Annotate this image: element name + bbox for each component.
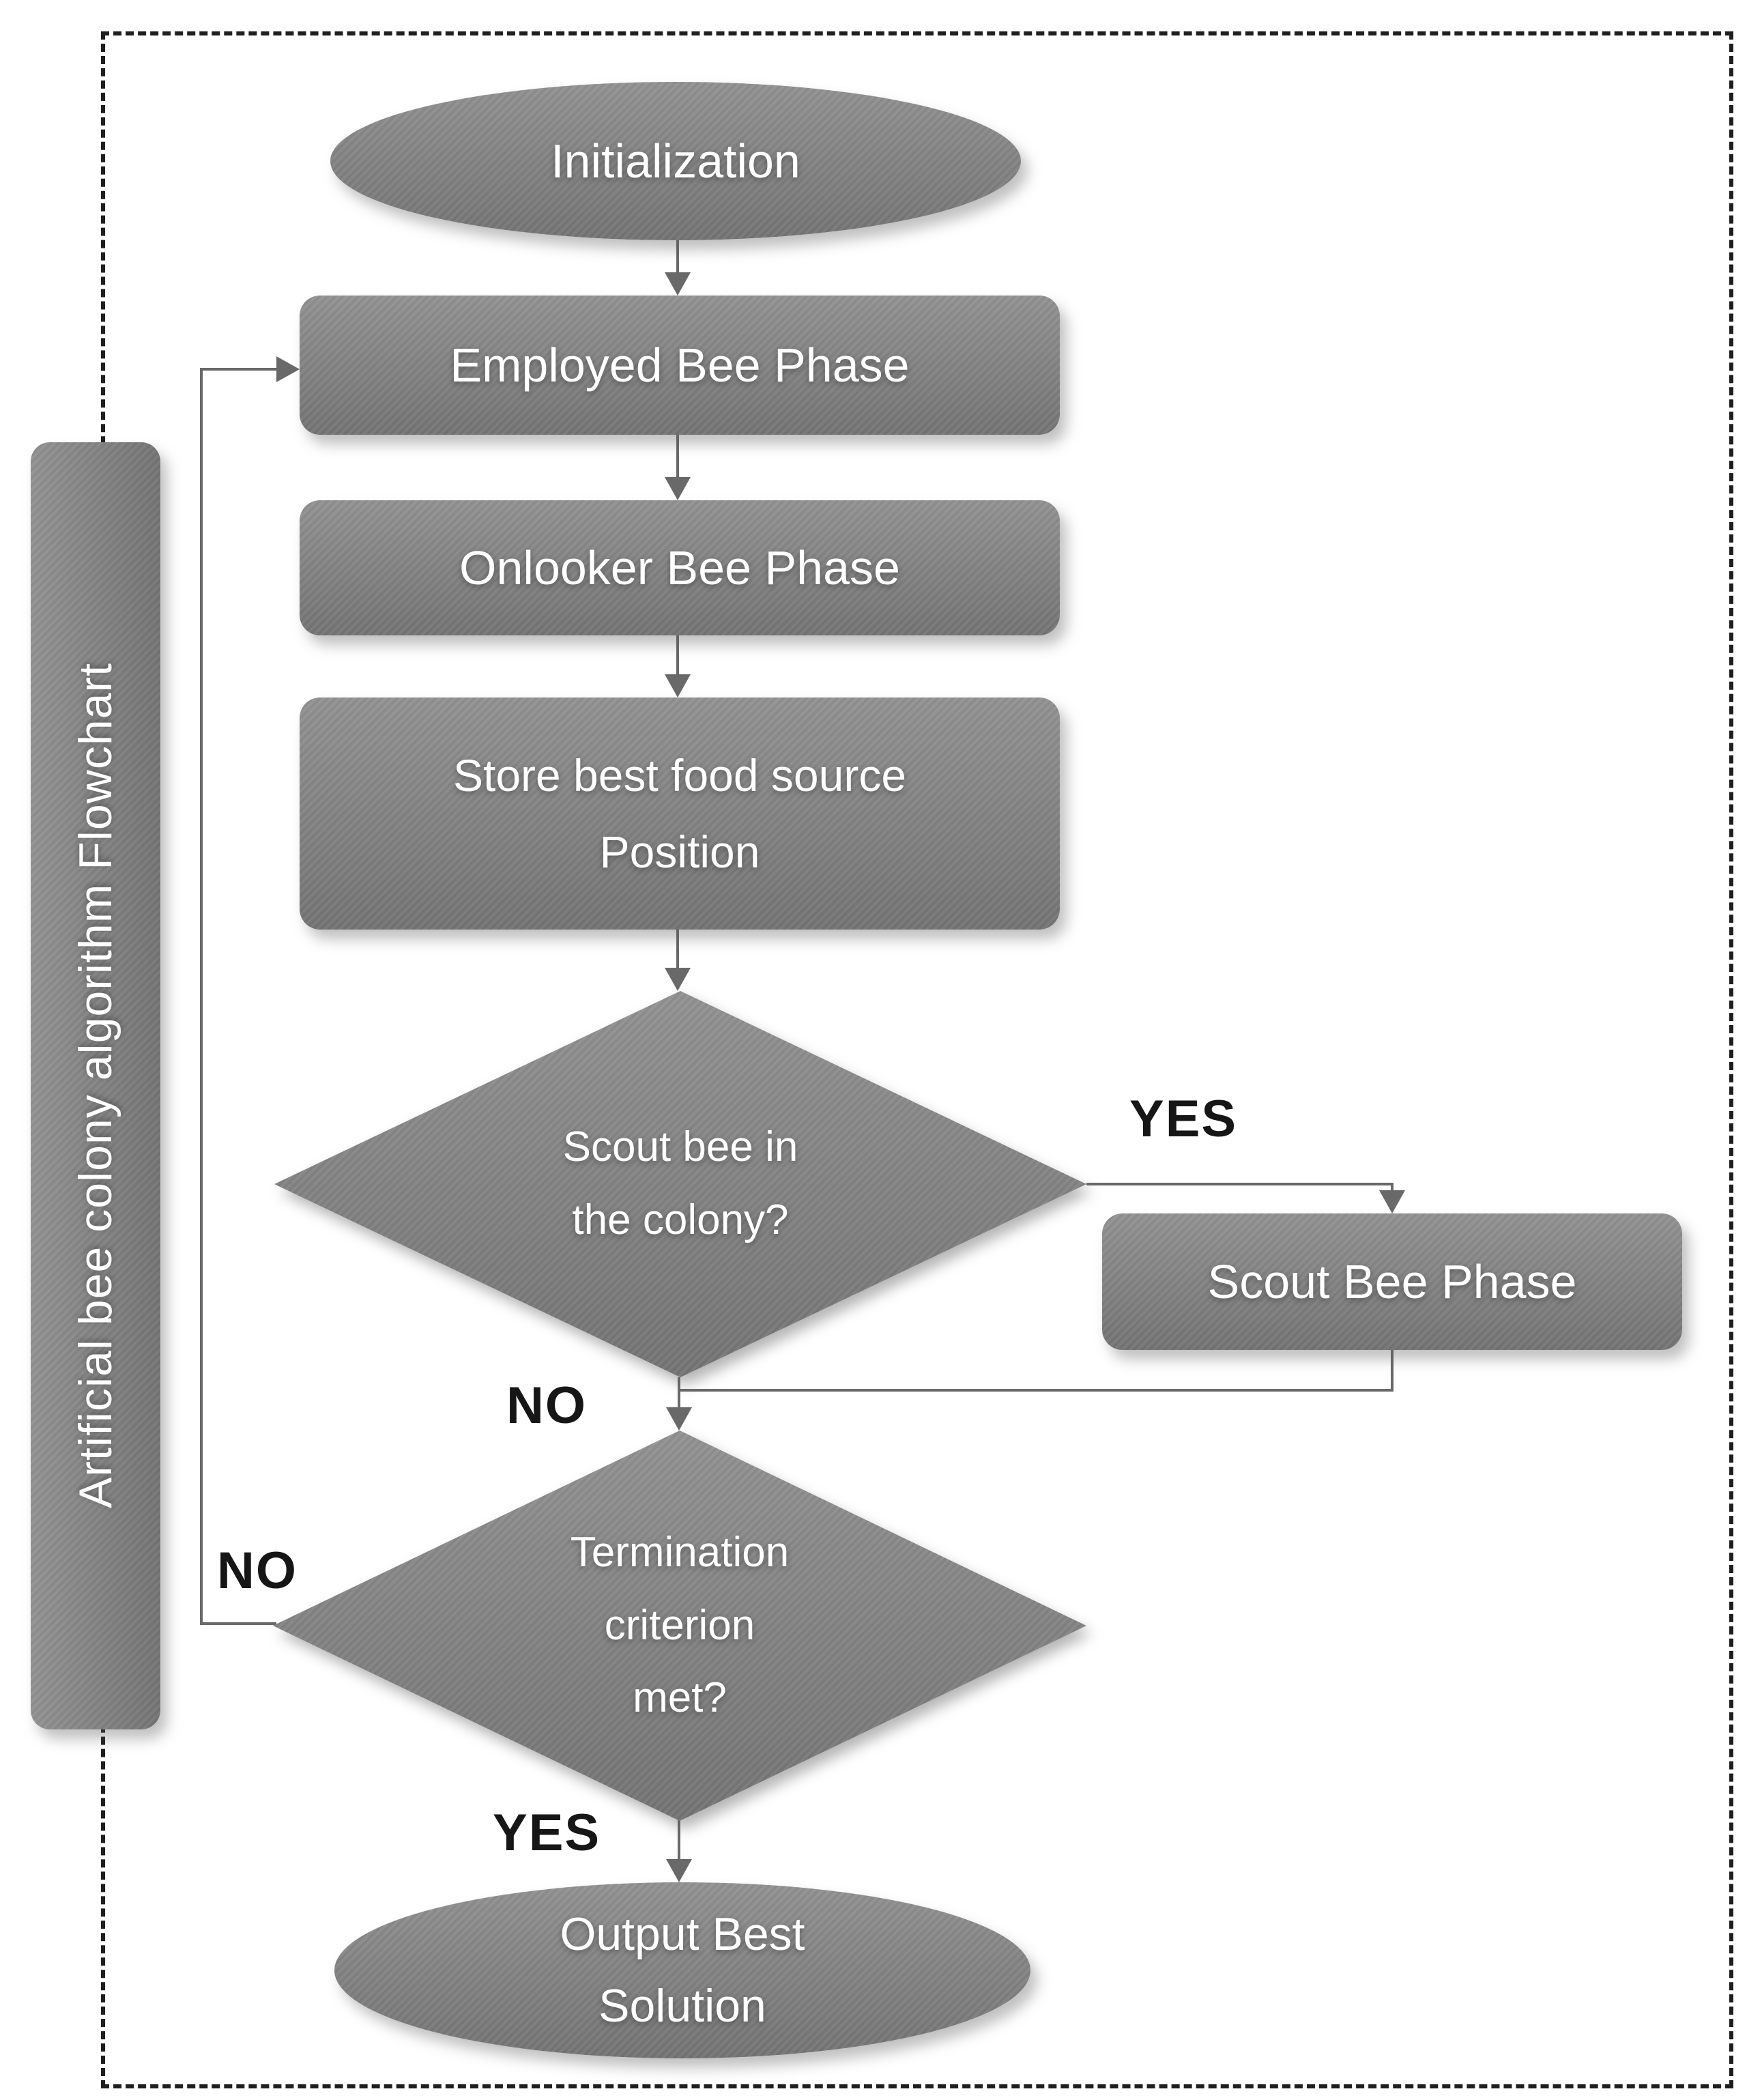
node-onlooker-bee-phase-label: Onlooker Bee Phase [459,541,900,594]
node-termination-decision-label: Termination criterion met? [570,1529,790,1722]
arrowhead-onlooker-to-store-icon [665,674,691,697]
connector-scout-no-vertical [678,1377,680,1410]
node-output-best-solution-label: Output Best Solution [560,1908,805,2032]
arrowhead-into-termination-icon [666,1407,692,1430]
node-store-best-food-source: Store best food source Position [300,697,1060,930]
connector-termination-yes-vertical [678,1820,680,1861]
node-termination-decision: Termination criterion met? [273,1430,1086,1821]
node-employed-bee-phase: Employed Bee Phase [300,296,1060,435]
connector-scout-yes-vertical [1391,1183,1394,1194]
flowchart-title-bar: Artificial bee colony algorithm Flowchar… [31,442,160,1729]
edge-label-scout-no: NO [506,1377,587,1435]
node-initialization: Initialization [330,82,1021,240]
connector-scout-yes-horizontal [1086,1183,1394,1185]
connector-termination-no-horizontal [200,1622,276,1625]
connector-scoutphase-return-horizontal [679,1389,1394,1392]
connector-scoutphase-return-vertical [1391,1350,1394,1392]
arrowhead-into-scout-phase-icon [1379,1190,1405,1213]
arrowhead-into-employed-icon [276,356,300,382]
node-scout-bee-decision-label: Scout bee in the colony? [562,1123,798,1243]
arrowhead-into-output-icon [666,1859,692,1882]
connector-store-to-scout-decision [676,930,679,969]
arrowhead-store-to-scout-decision-icon [665,968,691,991]
connector-onlooker-to-store [676,635,679,676]
node-scout-bee-phase: Scout Bee Phase [1102,1213,1682,1350]
node-scout-bee-phase-label: Scout Bee Phase [1207,1255,1577,1308]
node-onlooker-bee-phase: Onlooker Bee Phase [300,500,1060,635]
connector-termination-no-loop-vertical [200,368,203,1625]
flowchart-title: Artificial bee colony algorithm Flowchar… [70,663,121,1509]
node-scout-bee-decision: Scout bee in the colony? [274,991,1086,1377]
edge-label-termination-no: NO [217,1542,298,1600]
node-initialization-label: Initialization [551,134,800,188]
connector-init-to-employed [676,240,679,276]
arrowhead-init-to-employed-icon [665,272,691,296]
connector-loop-to-employed-horizontal [200,368,278,371]
node-employed-bee-phase-label: Employed Bee Phase [450,339,910,392]
edge-label-scout-yes: YES [1129,1090,1238,1148]
node-output-best-solution: Output Best Solution [334,1882,1030,2058]
node-store-best-food-source-label: Store best food source Position [452,749,907,877]
edge-label-termination-yes: YES [493,1804,601,1862]
arrowhead-employed-to-onlooker-icon [665,477,691,500]
connector-employed-to-onlooker [676,435,679,480]
